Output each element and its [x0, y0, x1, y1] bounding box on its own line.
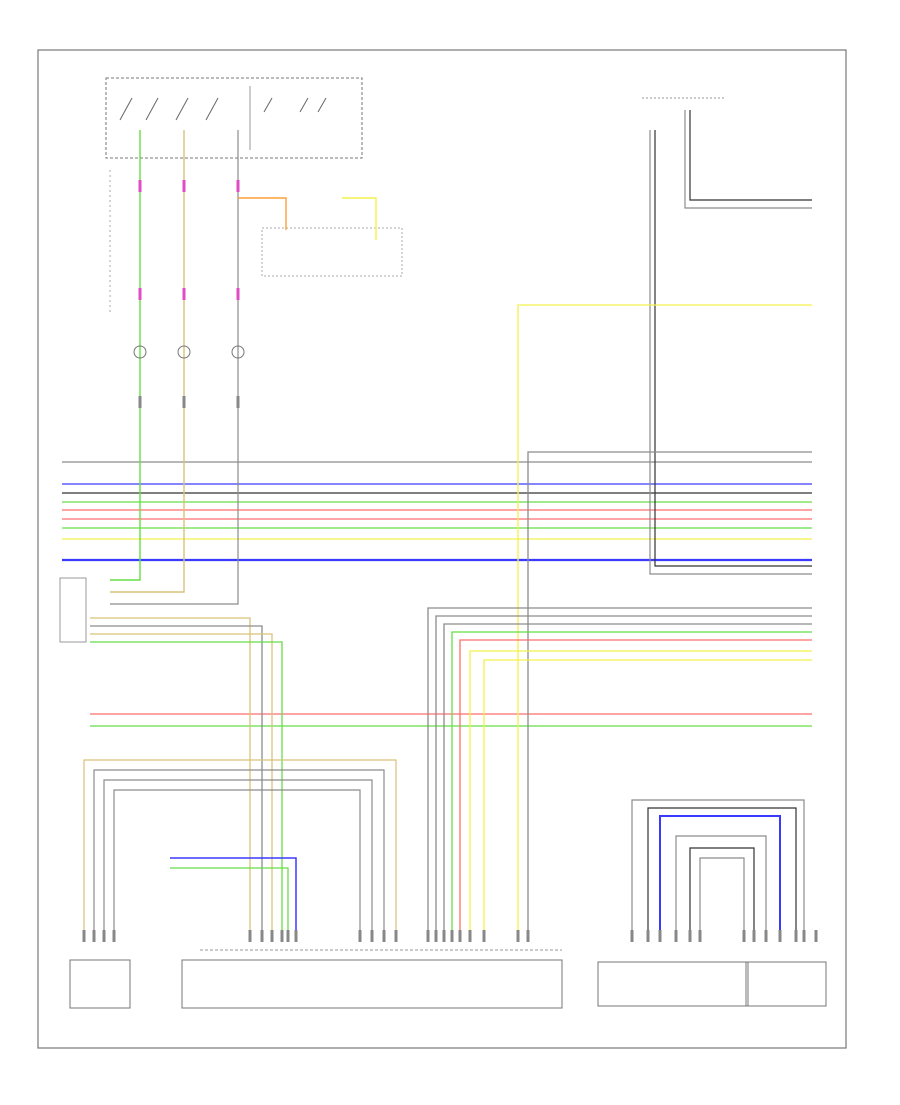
- relay-box: [261, 227, 403, 277]
- module-wire: [689, 110, 812, 201]
- signal-wire: [631, 799, 805, 940]
- connector-pin: [138, 288, 142, 300]
- connector-pin: [358, 930, 362, 942]
- connector-pin: [382, 930, 386, 942]
- signal-wire: [699, 857, 745, 940]
- connector-pin: [426, 930, 430, 942]
- module-wire: [649, 130, 812, 575]
- signal-wire: [469, 650, 812, 930]
- signal-wire: [113, 789, 361, 930]
- bottom-left-component: [69, 959, 131, 1009]
- connector-pin: [516, 930, 520, 942]
- signal-wire: [675, 835, 767, 940]
- bottom-center-component: [181, 949, 563, 1009]
- signal-wire: [689, 847, 755, 940]
- signal-wire: [659, 815, 781, 940]
- connector-pin: [482, 930, 486, 942]
- connector-pin: [260, 930, 264, 942]
- signal-wire: [451, 631, 812, 930]
- connector-pin: [236, 180, 240, 192]
- connector-pin: [248, 930, 252, 942]
- connector-pin: [458, 930, 462, 942]
- connector-pin: [138, 396, 142, 408]
- switch-wire: [110, 130, 185, 593]
- connector-pin: [182, 396, 186, 408]
- signal-wire: [443, 623, 812, 930]
- connector-pin: [526, 930, 530, 942]
- signal-wire: [517, 304, 812, 930]
- connector-pin: [646, 930, 650, 942]
- ground-symbol: [231, 345, 245, 359]
- connector-pin: [370, 930, 374, 942]
- connector-pin: [674, 930, 678, 942]
- switch-wire: [342, 197, 377, 240]
- connector-pin: [138, 180, 142, 192]
- ground-symbols: [133, 345, 245, 359]
- signal-wire: [170, 857, 297, 930]
- signal-wire: [170, 867, 289, 930]
- switch-wire: [238, 197, 287, 230]
- connector-pin: [630, 930, 634, 942]
- connector-pin: [752, 930, 756, 942]
- ground-symbol: [177, 345, 191, 359]
- connector-pin: [794, 930, 798, 942]
- diagram-frame: [37, 49, 847, 1049]
- connector-pin: [92, 930, 96, 942]
- connector-pin: [280, 930, 284, 942]
- signal-wire: [427, 607, 812, 930]
- signal-wire: [435, 615, 812, 930]
- connector-pin: [802, 930, 806, 942]
- left-connector-block: [59, 577, 87, 643]
- connector-pin: [778, 930, 782, 942]
- connector-pin: [270, 930, 274, 942]
- switch-wire: [110, 130, 141, 581]
- ground-symbol: [133, 345, 147, 359]
- signal-wire: [93, 769, 385, 930]
- connector-pin: [102, 930, 106, 942]
- connector-pin: [814, 930, 818, 942]
- top-switch-block: [105, 77, 363, 159]
- signal-wire: [90, 633, 273, 930]
- connector-pin: [434, 930, 438, 942]
- connector-pin: [698, 930, 702, 942]
- wires: [62, 110, 812, 940]
- connector-pin: [236, 288, 240, 300]
- signal-wire: [103, 779, 373, 930]
- connector-pin: [294, 930, 298, 942]
- signal-wire: [90, 625, 263, 930]
- signal-wire: [647, 807, 797, 940]
- signal-wire: [483, 659, 812, 930]
- connector-pin: [764, 930, 768, 942]
- signal-wire: [90, 617, 251, 930]
- connector-pin: [394, 930, 398, 942]
- signal-wire: [459, 639, 812, 930]
- signal-wire: [83, 759, 397, 930]
- connector-pin: [742, 930, 746, 942]
- connector-pin: [658, 930, 662, 942]
- signal-wire: [527, 451, 812, 930]
- connector-pins: [82, 180, 818, 942]
- bottom-right-component-b: [745, 961, 827, 1007]
- module-wire: [654, 130, 812, 567]
- connector-pin: [688, 930, 692, 942]
- bottom-right-component-a: [597, 961, 749, 1007]
- connector-pin: [450, 930, 454, 942]
- connector-pin: [468, 930, 472, 942]
- connector-pin: [82, 930, 86, 942]
- connector-pin: [112, 930, 116, 942]
- connector-pin: [182, 288, 186, 300]
- connector-pin: [236, 396, 240, 408]
- connector-pin: [442, 930, 446, 942]
- module-wire: [684, 110, 812, 209]
- switch-wire: [110, 130, 239, 605]
- connector-pin: [286, 930, 290, 942]
- connector-pin: [182, 180, 186, 192]
- signal-wire: [90, 641, 283, 930]
